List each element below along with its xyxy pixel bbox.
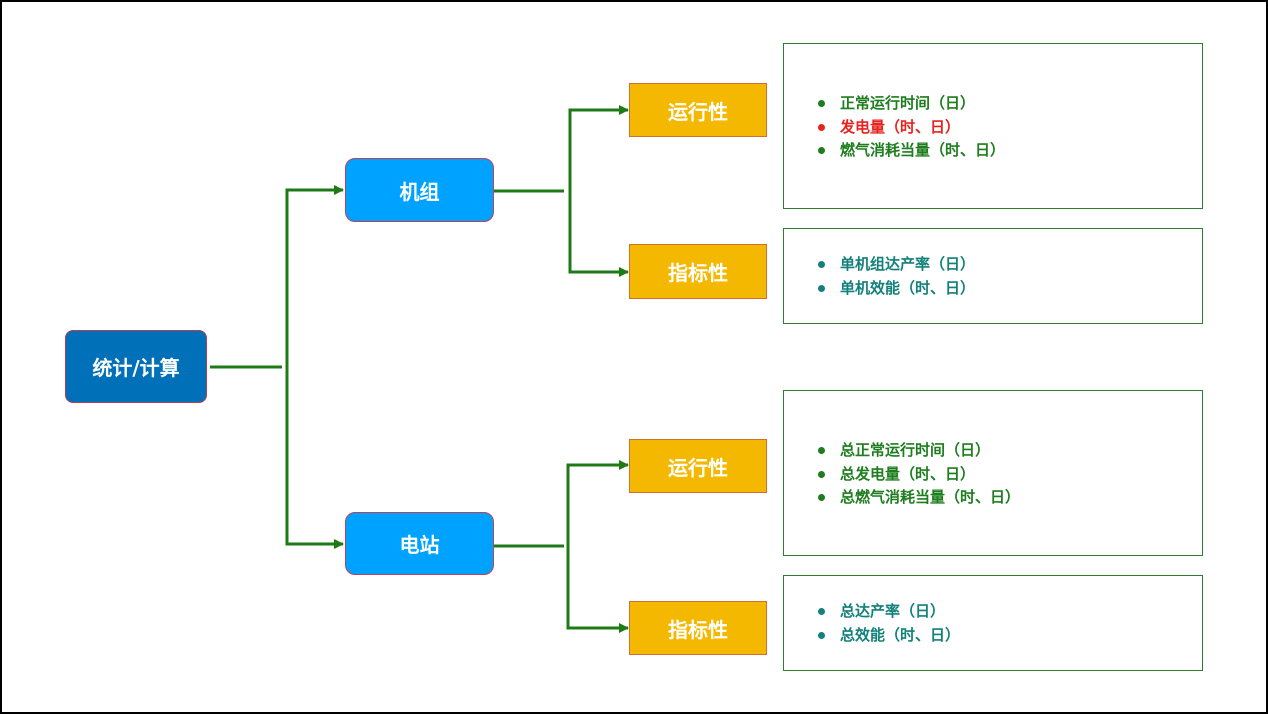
station-to-indicator-arrow <box>566 546 629 633</box>
list-item: 单机效能（时、日） <box>818 277 975 301</box>
station-label: 电站 <box>399 533 440 557</box>
unit-to-indicator-arrow <box>568 191 629 277</box>
station-operation-node: 运行性 <box>629 439 767 493</box>
list-item: 总发电量（时、日） <box>818 463 1020 487</box>
unit-operation-label: 运行性 <box>668 99 728 124</box>
list-item: 单机组达产率（日） <box>818 253 975 277</box>
unit-label: 机组 <box>399 179 440 204</box>
unit-node: 机组 <box>345 158 494 222</box>
list-item: 总正常运行时间（日） <box>818 439 1020 463</box>
station-indicator-panel: 总达产率（日） 总效能（时、日） <box>783 575 1203 671</box>
list-item: 总效能（时、日） <box>818 624 960 648</box>
unit-indicator-panel: 单机组达产率（日） 单机效能（时、日） <box>783 228 1203 324</box>
station-operation-label: 运行性 <box>668 455 728 480</box>
unit-operation-panel: 正常运行时间（日） 发电量（时、日） 燃气消耗当量（时、日） <box>783 43 1203 209</box>
list-item: 总达产率（日） <box>818 600 960 624</box>
station-operation-panel: 总正常运行时间（日） 总发电量（时、日） 总燃气消耗当量（时、日） <box>783 390 1203 556</box>
station-indicator-label: 指标性 <box>668 617 728 642</box>
unit-indicator-list: 单机组达产率（日） 单机效能（时、日） <box>818 253 975 300</box>
root-node: 统计/计算 <box>65 330 207 403</box>
station-operation-list: 总正常运行时间（日） 总发电量（时、日） 总燃气消耗当量（时、日） <box>818 439 1020 510</box>
unit-operation-list: 正常运行时间（日） 发电量（时、日） 燃气消耗当量（时、日） <box>818 92 1005 163</box>
list-item: 燃气消耗当量（时、日） <box>818 139 1005 163</box>
unit-to-operation-arrow <box>568 105 629 191</box>
root-label: 统计/计算 <box>92 356 180 380</box>
list-item: 发电量（时、日） <box>818 116 1005 140</box>
list-item: 总燃气消耗当量（时、日） <box>818 486 1020 510</box>
station-indicator-list: 总达产率（日） 总效能（时、日） <box>818 600 960 647</box>
list-item: 正常运行时间（日） <box>818 92 1005 116</box>
station-indicator-node: 指标性 <box>629 601 767 655</box>
station-node: 电站 <box>345 512 494 575</box>
unit-indicator-label: 指标性 <box>668 261 728 285</box>
root-to-station-arrow <box>285 367 344 549</box>
station-to-operation-arrow <box>566 460 629 546</box>
root-to-unit-arrow <box>285 185 344 367</box>
unit-operation-node: 运行性 <box>629 83 767 137</box>
unit-indicator-node: 指标性 <box>629 244 767 299</box>
